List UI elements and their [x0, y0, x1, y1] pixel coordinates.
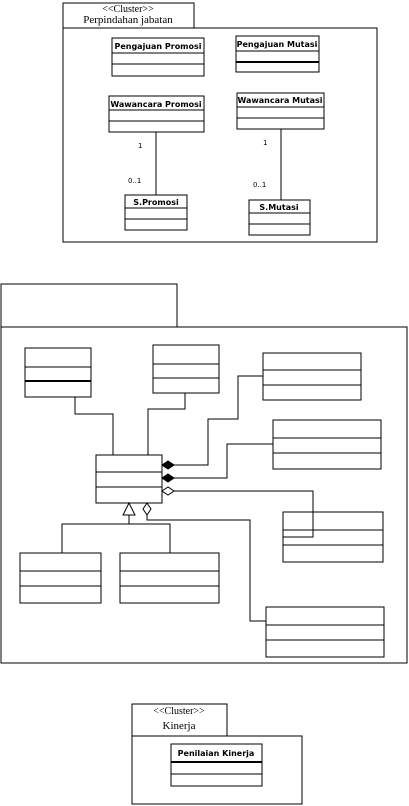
package-stereotype: <<Cluster>>: [153, 706, 205, 717]
class-box-h[interactable]: [265, 606, 385, 658]
class-name: Wawancara Mutasi: [237, 96, 322, 105]
package-tab: [0, 283, 178, 328]
class-box-central[interactable]: [95, 454, 163, 504]
package-title: Perpindahan jabatan: [83, 14, 173, 26]
class-box-a[interactable]: [24, 347, 92, 398]
multiplicity-label: 1: [263, 139, 267, 147]
multiplicity-label: 0..1: [128, 177, 141, 185]
class-box-c[interactable]: [262, 352, 362, 401]
aggregation-diamond: [142, 502, 152, 516]
aggregation-diamond: [161, 486, 175, 496]
package-unnamed: [0, 283, 408, 664]
connector-line: [61, 523, 171, 553]
class-name: Pengajuan Mutasi: [237, 40, 318, 49]
class-name: Penilaian Kinerja: [178, 749, 255, 758]
connector-line: [174, 443, 273, 479]
package-body: [131, 735, 303, 805]
class-name: Pengajuan Promosi: [114, 42, 201, 51]
class-box-d[interactable]: [272, 419, 382, 470]
connector-line: [147, 393, 186, 455]
package-kinerja: [131, 703, 303, 805]
class-box-b[interactable]: [152, 344, 220, 394]
package-perpindahan-jabatan: [62, 2, 378, 243]
multiplicity-label: 0..1: [253, 181, 266, 189]
composition-diamond: [161, 473, 175, 483]
class-name: S.Mutasi: [259, 203, 298, 212]
class-s-mutasi[interactable]: [248, 199, 311, 236]
class-pengajuan-promosi[interactable]: [111, 37, 205, 77]
generalization-arrow: [122, 501, 136, 516]
connector-line: [174, 375, 263, 466]
class-pengajuan-mutasi[interactable]: [235, 35, 320, 73]
class-name: S.Promosi: [133, 198, 179, 207]
multiplicity-label: 1: [138, 142, 142, 150]
connector-line: [174, 490, 314, 538]
package-body: [0, 326, 408, 664]
package-body: [62, 27, 378, 243]
composition-diamond: [161, 460, 175, 470]
connector-line: [146, 515, 266, 622]
class-box-g[interactable]: [119, 552, 220, 604]
package-stereotype: <<Cluster>>: [102, 4, 154, 15]
class-penilaian-kinerja[interactable]: [170, 743, 263, 787]
connector-line: [74, 397, 114, 455]
class-box-f[interactable]: [19, 552, 102, 604]
class-name: Wawancara Promosi: [110, 100, 202, 109]
package-title: Kinerja: [163, 720, 196, 732]
